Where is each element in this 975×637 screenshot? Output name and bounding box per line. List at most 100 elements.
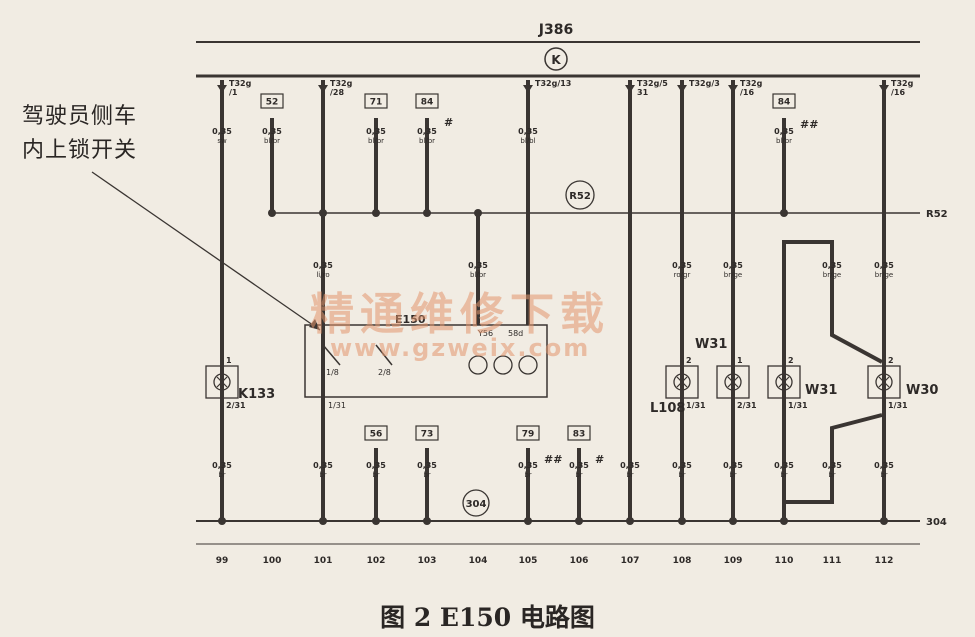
connector-label: /28 (330, 88, 344, 97)
wire-label: 0,35 (212, 127, 232, 136)
wire-label: 0,35 (313, 261, 333, 270)
component-box (767, 365, 801, 399)
component-pin: 2/31 (226, 401, 246, 410)
component-name: W31 (805, 383, 837, 398)
wire-label: br/ge (823, 271, 841, 279)
connector-label: /1 (229, 88, 238, 97)
wire-label: 0,35 (518, 127, 538, 136)
wire-label: br (729, 471, 736, 479)
column-number: 103 (418, 556, 437, 566)
reference-box (516, 425, 540, 441)
wire-label: br (524, 471, 531, 479)
component-pin: 2 (788, 356, 794, 365)
wire-label: 0,35 (672, 461, 692, 470)
reference-box (415, 93, 439, 109)
wire-label: br/ge (875, 271, 893, 279)
wires (220, 80, 886, 521)
column-number: 102 (367, 556, 386, 566)
lamp-icon (775, 373, 793, 391)
connector-label: T32g (229, 79, 252, 88)
wire-label: 0,35 (212, 461, 232, 470)
wire-label: sw (217, 137, 227, 145)
watermark-chinese: 精通维修下载 (310, 289, 610, 340)
wire-label: li/ro (316, 271, 329, 279)
reference-box-label: 73 (421, 430, 434, 440)
wire-label: br (880, 471, 887, 479)
column-number: 109 (724, 556, 743, 566)
wire-label: br (575, 471, 582, 479)
reference-box-label: 52 (266, 98, 279, 108)
reference-box-label: 56 (370, 430, 383, 440)
wire-label: 0,35 (569, 461, 589, 470)
component-pin: 1/31 (788, 401, 808, 410)
hash-mark: # (595, 453, 604, 466)
wire-label: 0,35 (417, 461, 437, 470)
hash-mark: # (444, 116, 453, 129)
wire-label: br (828, 471, 835, 479)
component-box (205, 365, 239, 399)
reference-box-label: 79 (522, 430, 535, 440)
connector-label: /16 (891, 88, 905, 97)
column-number: 112 (875, 556, 894, 566)
wire-label: 0,35 (672, 261, 692, 270)
column-number: 111 (823, 556, 842, 566)
wire-label: br/ge (724, 271, 742, 279)
reference-box-label: 84 (421, 98, 434, 108)
e150-switch-2 (375, 344, 393, 366)
wire-label: br (626, 471, 633, 479)
e150-pin-2: 2/8 (378, 368, 391, 377)
watermark-url: www.gzweix.com (330, 334, 591, 362)
connector-label: T32g (740, 79, 763, 88)
component-pin: 1/31 (888, 401, 908, 410)
unit-symbol: K (551, 53, 561, 67)
wire-label: bl/br (470, 271, 486, 279)
column-number: 110 (775, 556, 794, 566)
wire-label: bl/br (776, 137, 792, 145)
wire-labels: 0,35sw0,35bl/br0,35bl/br0,35bl/br0,35bl/… (212, 127, 894, 479)
connector-label: T32g/13 (535, 79, 571, 88)
bus-r52-right-label: R52 (926, 209, 948, 220)
wire-label: bl/br (368, 137, 384, 145)
column-number: 99 (216, 556, 229, 566)
wire-label: 0,35 (262, 127, 282, 136)
figure-caption: 图 2 E150 电路图 (380, 603, 595, 632)
wire-label: br (372, 471, 379, 479)
wire-label: bl/br (264, 137, 280, 145)
wire-label: 0,35 (313, 461, 333, 470)
component-pin: 1 (226, 356, 232, 365)
column-number: 106 (570, 556, 589, 566)
wire-label: 0,35 (366, 127, 386, 136)
connector-label: T32g/5 (637, 79, 668, 88)
column-number: 100 (263, 556, 282, 566)
e150-lamp-label-1: Y56 (477, 329, 493, 338)
wire-label: 0,35 (774, 127, 794, 136)
wire-label: br (678, 471, 685, 479)
reference-box-label: 83 (573, 430, 586, 440)
component-name: K133 (238, 387, 275, 402)
wire-label: ro/gr (674, 271, 691, 279)
wire-label: br (218, 471, 225, 479)
e150-switch-1 (322, 344, 341, 366)
connector-arrows (217, 85, 889, 93)
wire-label: 0,35 (417, 127, 437, 136)
column-number: 101 (314, 556, 333, 566)
wire-label: 0,35 (620, 461, 640, 470)
component-pin: 2 (686, 356, 692, 365)
lamp-filament (878, 376, 890, 388)
lamp-filament (676, 376, 688, 388)
annotation-arrow (91, 171, 321, 331)
wire-label: 0,35 (723, 461, 743, 470)
reference-box-label: 84 (778, 98, 791, 108)
bus-304-label: 304 (466, 499, 487, 510)
e150-pin-1: 1/8 (326, 368, 339, 377)
wire-label: 0,35 (774, 461, 794, 470)
wire-label: br (780, 471, 787, 479)
annotation-label: 驾驶员侧车 内上锁开关 (22, 104, 138, 163)
component-name: W30 (906, 383, 938, 398)
hash-mark: ## (800, 118, 818, 131)
wire-label: br (423, 471, 430, 479)
